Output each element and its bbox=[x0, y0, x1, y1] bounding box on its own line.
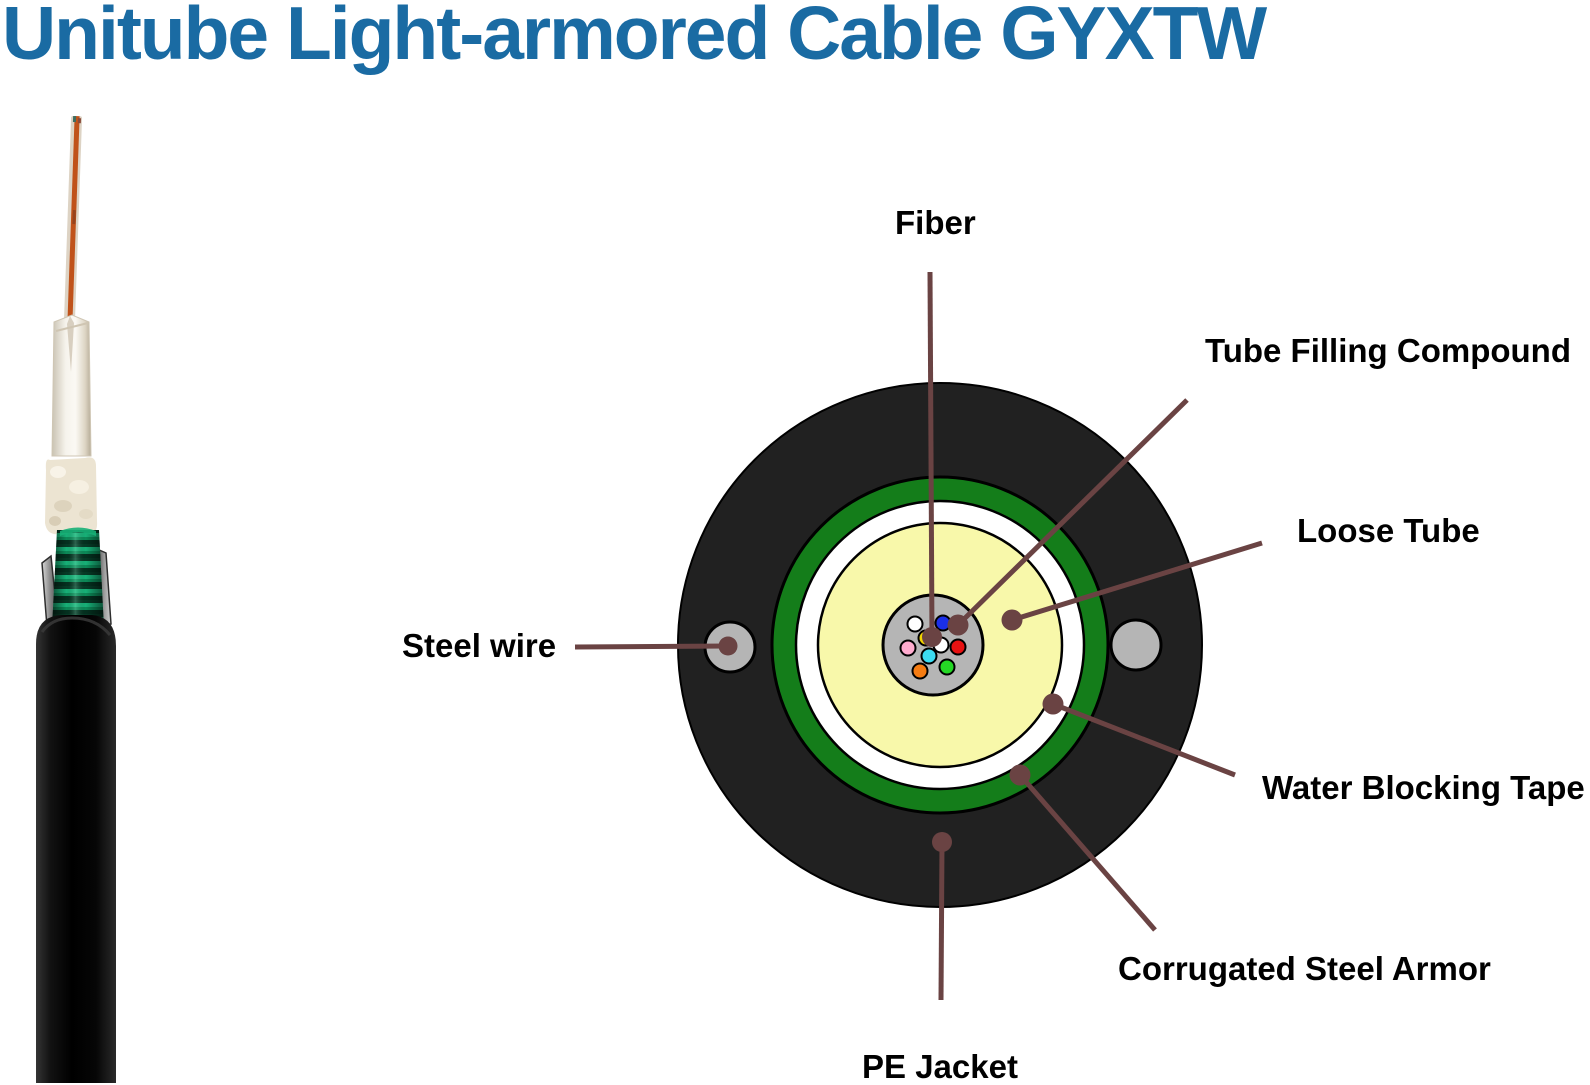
photo-water-blocking-yarn bbox=[45, 457, 98, 535]
label-loose-tube: Loose Tube bbox=[1297, 512, 1480, 549]
fiber-dot bbox=[920, 647, 938, 665]
label-pe-jacket: PE Jacket bbox=[862, 1048, 1018, 1085]
leader-line-water-blocking-tape bbox=[1052, 701, 1236, 778]
leader-dots bbox=[718, 609, 1064, 852]
leader-line-loose-tube bbox=[1011, 540, 1263, 623]
leader-line-corrugated-steel-armor bbox=[1018, 773, 1157, 932]
cs-steel-wire-right-circle bbox=[1109, 618, 1163, 672]
photo-pe-jacket bbox=[36, 615, 116, 1083]
fiber-dot bbox=[911, 662, 929, 680]
leader-dot-water-blocking-tape bbox=[1042, 693, 1064, 715]
photo-fiber-strand bbox=[64, 115, 83, 323]
leader-dot-loose-tube bbox=[1001, 609, 1023, 631]
leader-line-fiber bbox=[927, 271, 935, 638]
fiber-dot bbox=[938, 658, 956, 676]
leader-line-pe-jacket bbox=[938, 841, 945, 1001]
cross-section-diagram bbox=[677, 382, 1203, 908]
fiber-dot bbox=[906, 615, 924, 633]
label-tube-filling-compound: Tube Filling Compound bbox=[1205, 332, 1571, 369]
leader-line-tube-filling-compound bbox=[956, 398, 1189, 627]
label-fiber: Fiber bbox=[895, 204, 976, 241]
leader-dot-steel-wire bbox=[718, 636, 738, 656]
cable-photo bbox=[36, 115, 116, 1083]
leader-dot-fiber bbox=[922, 627, 942, 647]
photo-loose-tube bbox=[51, 314, 92, 457]
leader-line-steel-wire bbox=[574, 643, 729, 650]
label-corrugated-steel-armor: Corrugated Steel Armor bbox=[1118, 950, 1491, 987]
leader-lines bbox=[574, 271, 1263, 1001]
label-water-blocking-tape: Water Blocking Tape bbox=[1262, 769, 1585, 806]
leader-dot-pe-jacket bbox=[932, 832, 952, 852]
page-title: Unitube Light-armored Cable GYXTW bbox=[2, 0, 1267, 75]
leader-dot-tube-filling-compound bbox=[947, 614, 969, 636]
photo-corrugated-armor bbox=[52, 527, 104, 628]
fiber-dot bbox=[949, 638, 967, 656]
leader-dot-corrugated-steel-armor bbox=[1009, 764, 1031, 786]
label-steel-wire: Steel wire bbox=[402, 627, 557, 664]
fiber-dot bbox=[899, 639, 917, 657]
